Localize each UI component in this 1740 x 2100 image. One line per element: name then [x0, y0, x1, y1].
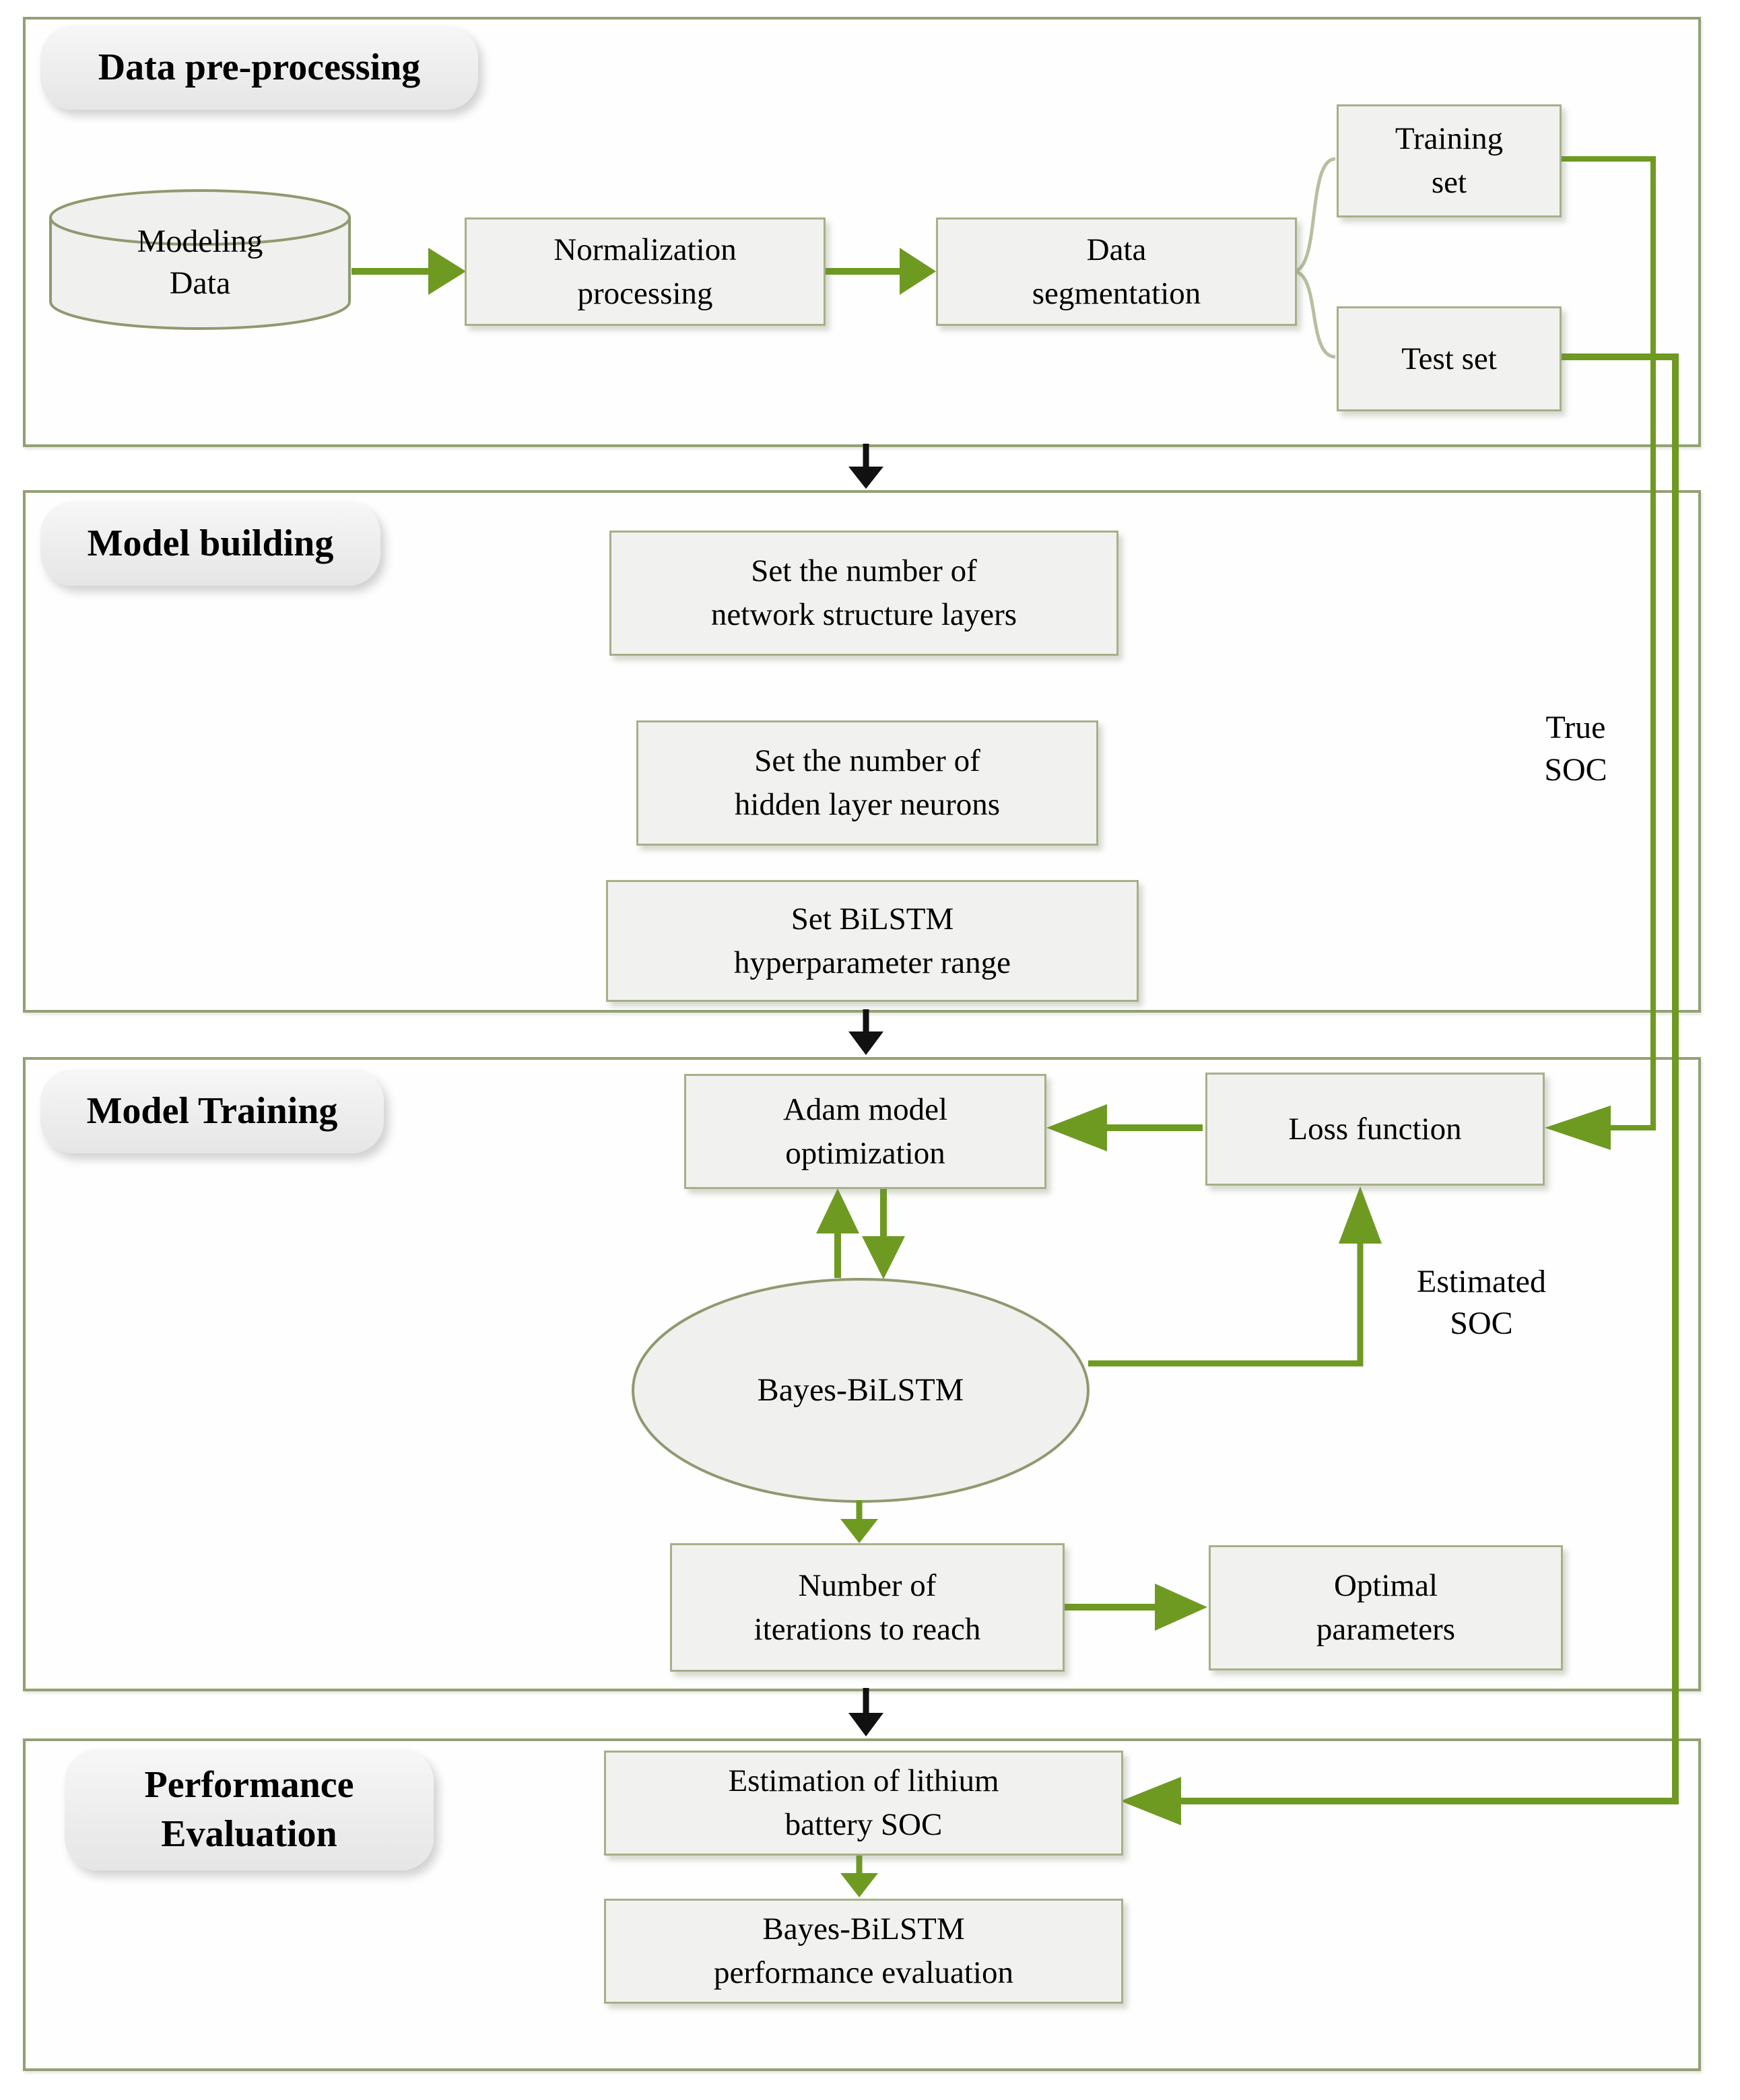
iterations-box: Number of iterations to reach [670, 1543, 1065, 1672]
set-network-layers-box: Set the number of network structure laye… [609, 531, 1118, 656]
black-flow-arrows [848, 444, 883, 1736]
arrow-adam-to-bayes [862, 1187, 905, 1279]
section-title-data-preprocessing: Data pre-processing [40, 26, 478, 110]
test-set-box: Test set [1337, 306, 1562, 411]
green-connectors [352, 156, 1679, 1897]
split-brace-connector [1292, 157, 1336, 359]
section-title-performance-evaluation: Performance Evaluation [65, 1749, 434, 1870]
bayes-bilstm-label: Bayes-BiLSTM [757, 1371, 964, 1408]
optimal-parameters-box: Optimal parameters [1209, 1545, 1563, 1670]
data-segmentation-box: Data segmentation [936, 217, 1297, 326]
line-trainingset-to-lossfunction [1545, 156, 1656, 1150]
arrow-normalization-to-segmentation [824, 248, 936, 295]
section-title-label: Model building [87, 522, 334, 565]
arrow-section1-to-section2 [848, 444, 883, 489]
arrow-loss-to-adam [1046, 1104, 1203, 1151]
normalization-box: Normalization processing [465, 217, 826, 326]
arrow-section2-to-section3 [848, 1009, 883, 1055]
estimated-soc-label: Estimated SOC [1417, 1263, 1546, 1341]
line-testset-to-estimation [1120, 353, 1679, 1825]
estimation-soc-box: Estimation of lithium battery SOC [604, 1751, 1123, 1856]
arrow-bayes-to-adam [816, 1188, 859, 1278]
section-title-label: Data pre-processing [98, 46, 421, 89]
arrow-modelingdata-to-normalization [352, 248, 466, 295]
section-title-model-building: Model building [40, 502, 380, 586]
database-cylinder-icon [49, 189, 351, 330]
modeling-data-label: Modeling Data [137, 223, 263, 301]
arrow-bayes-to-iterations [840, 1500, 878, 1543]
section-title-label: Performance Evaluation [144, 1764, 354, 1855]
true-soc-label: True SOC [1544, 710, 1607, 788]
set-hidden-neurons-box: Set the number of hidden layer neurons [636, 720, 1098, 846]
set-hyperparameter-range-box: Set BiLSTM hyperparameter range [606, 880, 1139, 1002]
arrow-section3-to-section4 [848, 1688, 883, 1736]
arrow-bayes-to-loss-estimated-soc [1088, 1186, 1382, 1367]
adam-optimization-box: Adam model optimization [684, 1074, 1046, 1189]
arrow-estimation-to-evaluation [840, 1853, 878, 1897]
training-set-box: Training set [1337, 104, 1562, 217]
arrow-iterations-to-optimal [1063, 1584, 1207, 1631]
section-title-label: Model Training [86, 1090, 338, 1132]
performance-evaluation-box: Bayes-BiLSTM performance evaluation [604, 1899, 1123, 2004]
loss-function-box: Loss function [1205, 1073, 1545, 1186]
section-title-model-training: Model Training [40, 1069, 384, 1153]
